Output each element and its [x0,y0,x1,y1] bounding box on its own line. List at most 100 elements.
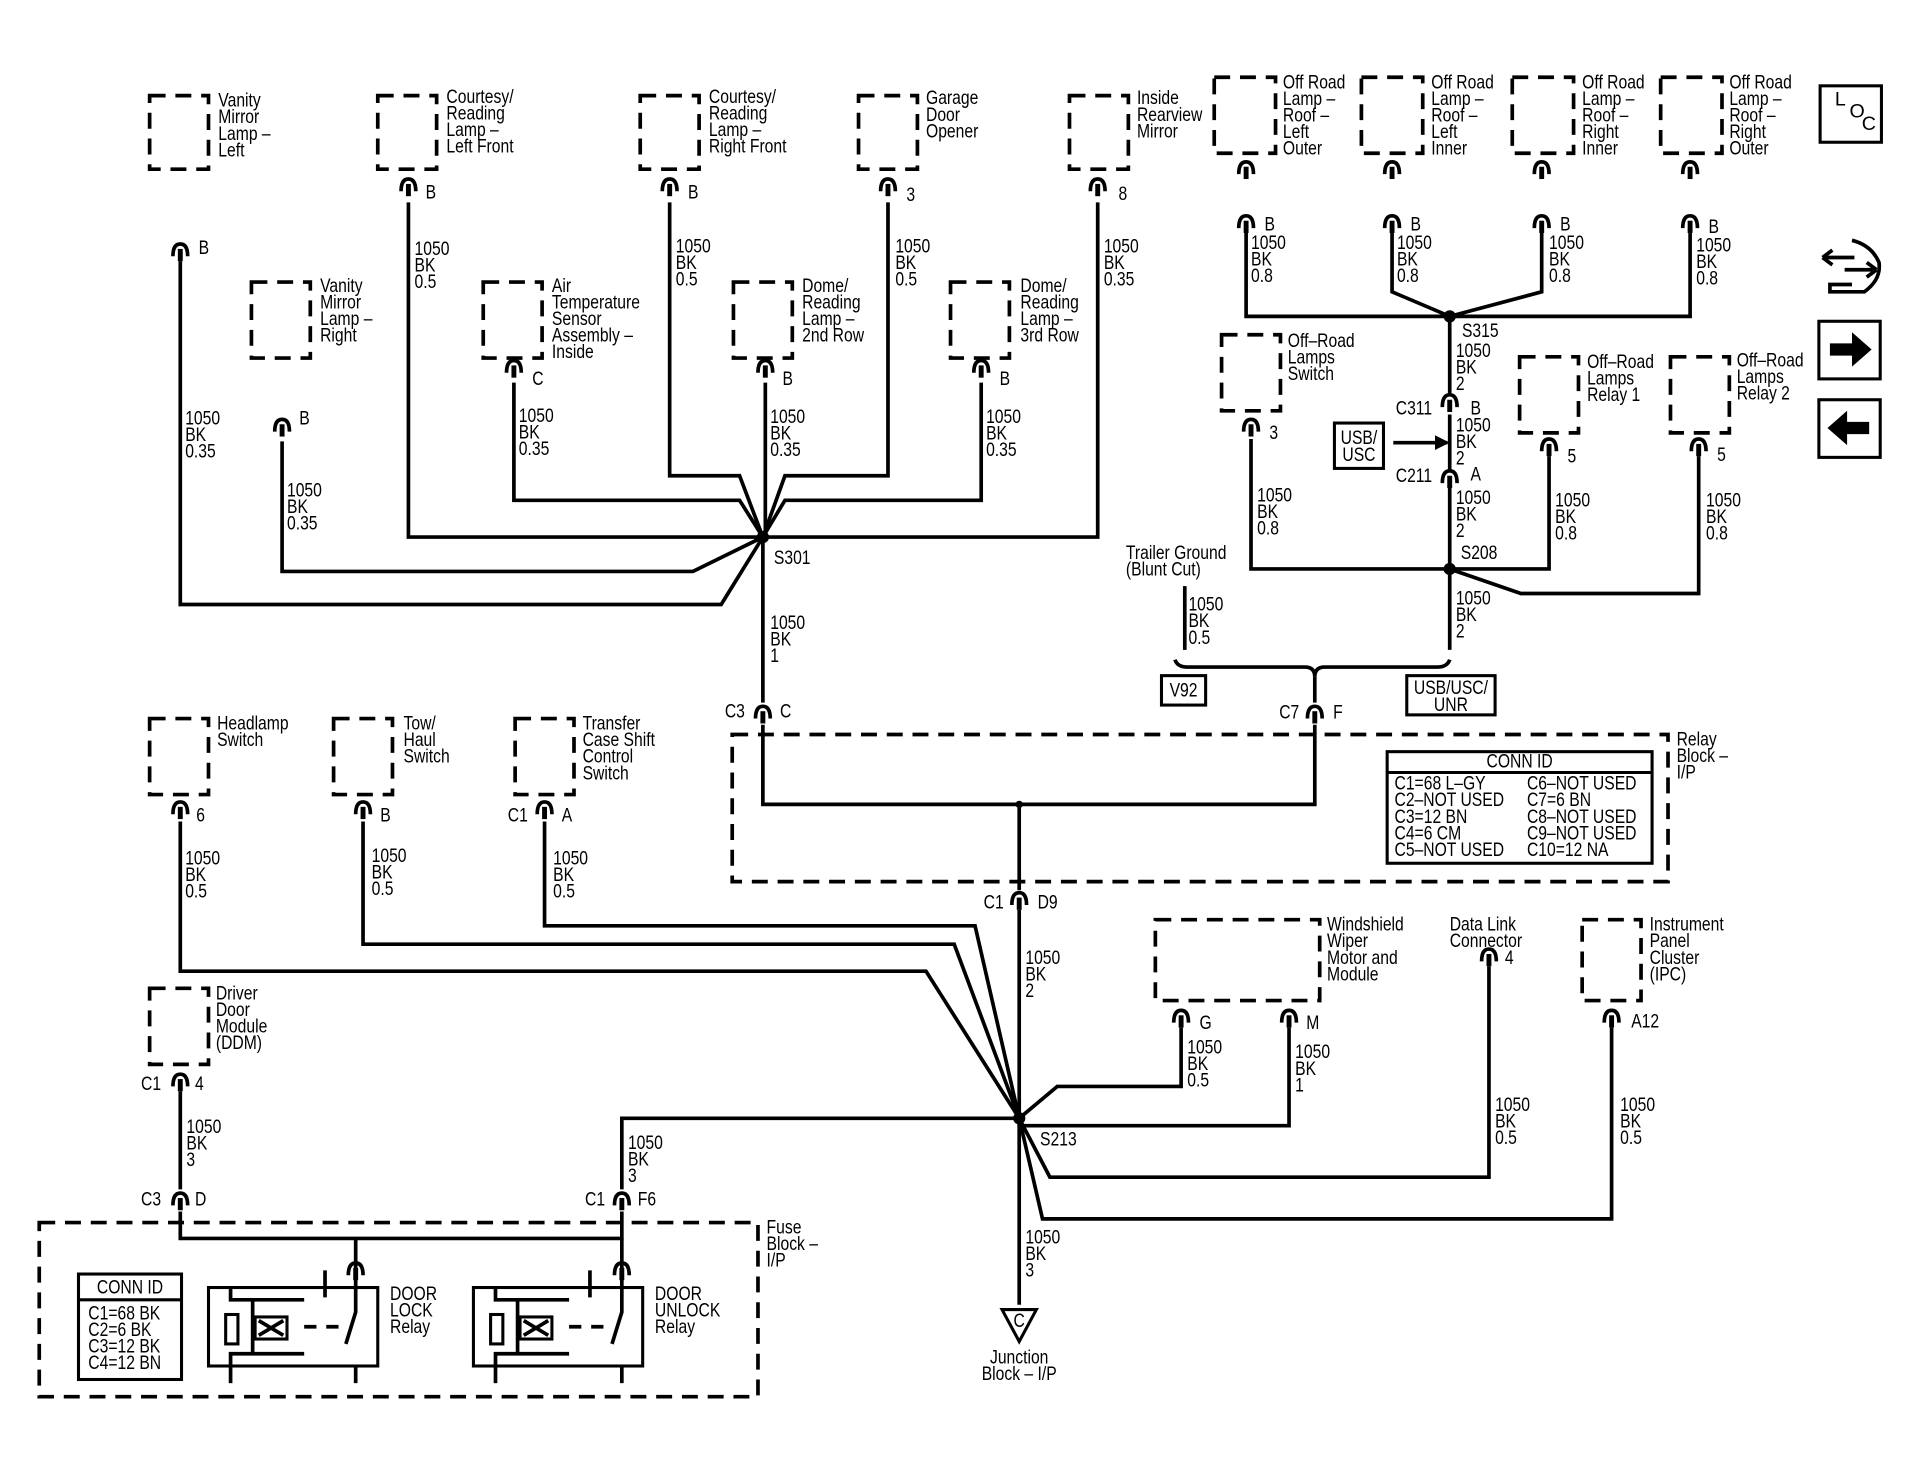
pin-label-25: 4 [195,1072,204,1094]
offroad-lamp-right-outer-box [1658,75,1724,156]
relay-conn-id-right-line-5: C10=12 NA [1527,838,1609,860]
air-temp-sensor-box [481,280,544,360]
offroad-lamp-ro-label-line-1: Off Road [1729,71,1791,93]
wire-relay-1-line-1: 1050 [1555,489,1590,511]
wire-relay-1-line-3: 0.8 [1555,522,1577,544]
offroad-relay-1-label-line-1: Off–Road [1587,350,1654,372]
wire-s301-c3-line-1: 1050 [770,611,805,633]
wire-air-temp-line-2: BK [519,421,540,443]
wire-vanity-right-line-3: 0.35 [287,512,318,534]
wire-dlc-line-1: 1050 [1495,1093,1530,1115]
offroad-lamp-lo-label-line-5: Outer [1283,137,1322,159]
wire-ipc-line-2: BK [1620,1110,1641,1132]
offroad-lamp-ri-label-line-1: Off Road [1582,71,1644,93]
connector-ddm [171,1072,190,1092]
offroad-lamp-li-label-line-1: Off Road [1431,71,1493,93]
pin-label-29: A12 [1631,1010,1659,1032]
splice-s301-label: S301 [774,546,811,568]
pin-label-19: C [780,700,791,722]
usb-usc-unr-box [1405,674,1497,717]
door-lock-relay-label-line-1: DOOR [390,1282,437,1304]
vanity-mirror-left-label-line-4: Left [218,139,244,161]
connector-c7 [1305,704,1324,724]
pin-label-18: 5 [1717,443,1726,465]
wire-offroad-ri-line-2: BK [1549,248,1570,270]
transfer-case-switch-label-line-1: Transfer [583,712,641,734]
relay-conn-id-table [1385,750,1654,865]
offroad-lamp-ri-label-line-4: Right [1582,120,1619,142]
wire-offroad-lo-line-3: 0.8 [1251,264,1273,286]
offroad-relay-2-label-line-3: Relay 2 [1737,382,1790,404]
offroad-lamp-left-inner-box [1359,75,1425,156]
wire-s208-c7-line-2: BK [1456,603,1477,625]
fuse-conn-id-rows-line-4: C4=12 BN [88,1351,161,1373]
vanity-mirror-left-box [147,93,211,172]
connector-wiper-g [1171,1008,1191,1028]
usb-usc-box [1332,421,1386,470]
splice-s208-label: S208 [1461,541,1498,563]
courtesy-lf-label-line-1: Courtesy/ [446,85,513,107]
offroad-relay-2-box [1668,354,1732,435]
dome-3rd-row-label-line-3: Lamp – [1020,307,1072,329]
offroad-lamp-ro-label-line-3: Roof – [1729,104,1775,126]
wire-offroad-ri-line-1: 1050 [1549,231,1584,253]
door-unlock-relay-label-line-3: Relay [655,1315,695,1337]
ipc-label-line-3: Cluster [1650,946,1700,968]
wire-ddm-line-1: 1050 [186,1115,221,1137]
connector-headlamp [171,800,190,820]
wire-offroad-lo-line-2: BK [1251,248,1272,270]
wire-courtesy-rf-line-2: BK [676,251,697,273]
component-boxes [37,75,1732,1399]
offroad-lamp-ro-label-line-2: Lamp – [1729,87,1781,109]
courtesy-lf-label-line-3: Lamp – [446,118,498,140]
transfer-case-switch-box [513,716,576,797]
ddm-box [147,986,211,1067]
connector-offroad-ro-b [1680,213,1700,233]
wrench-arrow-icon[interactable] [1821,238,1882,294]
dome-2nd-row-label-line-2: Reading [802,291,860,313]
offroad-lamp-li-label-line-5: Inner [1431,137,1467,159]
pin-label-14: B [1471,397,1481,419]
dome-3rd-row-label-line-4: 3rd Row [1020,324,1079,346]
wires [178,202,1701,1305]
tow-haul-switch-label-line-2: Haul [404,728,436,750]
air-temp-sensor-label-line-2: Temperature [552,291,640,313]
dome-lamp-2nd-row-box [731,280,795,360]
connector-c3-d [171,1191,190,1211]
air-temp-sensor-label-line-3: Sensor [552,307,602,329]
arrow-left-icon[interactable] [1817,398,1882,459]
offroad-relay-1-box [1517,354,1581,435]
pin-label-5: 8 [1119,182,1128,204]
wire-c211-s208-line-2: BK [1456,503,1477,525]
wire-offroad-ro-line-2: BK [1696,250,1717,272]
offroad-switch-label-line-1: Off–Road [1288,329,1355,351]
wire-ddm-line-3: 3 [186,1148,195,1170]
offroad-switch-label-line-2: Lamps [1288,346,1335,368]
wire-c211-s208-line-3: 2 [1456,519,1465,541]
relay-block-label-line-2: Block – [1677,744,1729,766]
offroad-lamp-lo-label-line-1: Off Road [1283,71,1345,93]
connector-c3 [753,704,773,724]
wire-transfer-line-2: BK [553,863,574,885]
dlc-label-line-2: Connector [1450,930,1522,952]
wire-c311-c211-line-2: BK [1456,431,1477,453]
wire-offroad-switch-line-1: 1050 [1257,484,1292,506]
ddm-label-line-3: Module [216,1015,268,1037]
wire-rearview-line-1: 1050 [1104,235,1139,257]
wire-s208-c7-line-1: 1050 [1456,587,1491,609]
wire-relay-1-line-2: BK [1555,505,1576,527]
connector-rearview [1088,177,1107,197]
transfer-case-switch-label-line-3: Control [583,745,634,767]
wire-c211-s208-line-1: 1050 [1456,486,1491,508]
offroad-lamp-lo-label-line-3: Roof – [1283,104,1329,126]
offroad-lamp-ri-label-line-3: Roof – [1582,104,1628,126]
v92-box [1159,674,1208,707]
wire-transfer-line-1: 1050 [553,847,588,869]
vanity-mirror-left-label-line-3: Lamp – [218,122,270,144]
wire-ddm-line-2: BK [186,1132,207,1154]
wire-vanity-left-line-2: BK [185,423,206,445]
pin-label-8: B [782,367,792,389]
wire-c1-s213-line-1: 1050 [1025,946,1060,968]
arrow-right-icon[interactable] [1817,319,1882,381]
